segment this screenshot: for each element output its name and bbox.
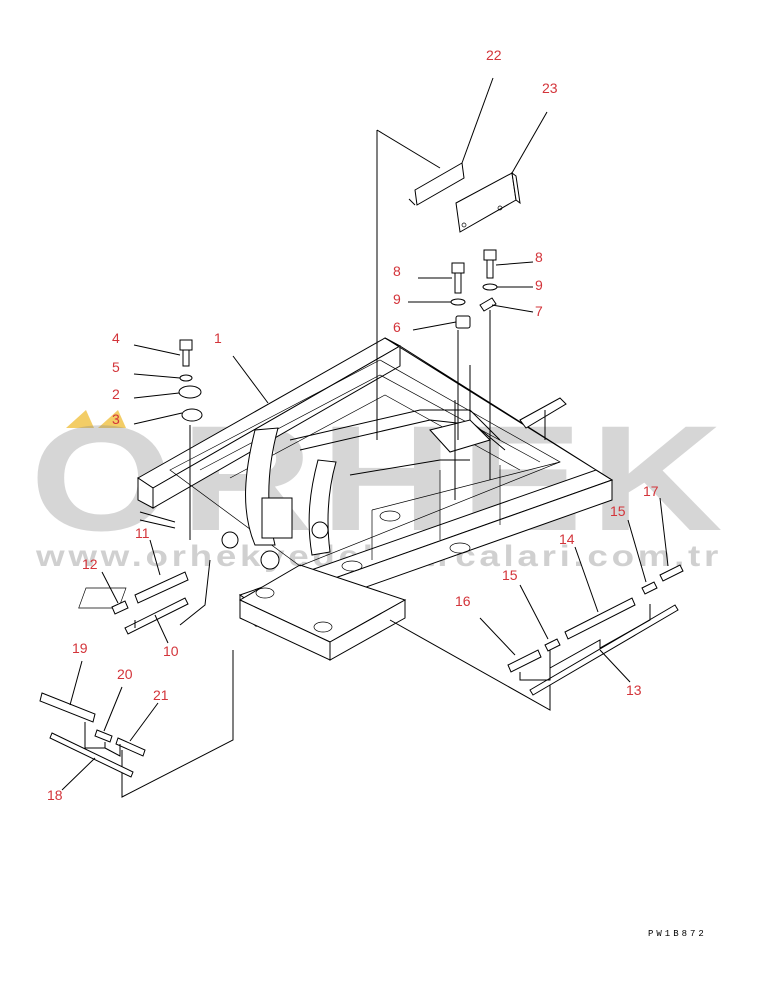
callout-19: 19 xyxy=(72,640,88,656)
drawing-reference: PW1B872 xyxy=(648,929,707,939)
callout-7: 7 xyxy=(535,303,543,319)
callout-14: 14 xyxy=(559,531,575,547)
covers-22-23 xyxy=(408,162,521,233)
callout-21: 21 xyxy=(153,687,169,703)
callout-17: 17 xyxy=(643,483,659,499)
callout-9-left: 9 xyxy=(393,291,401,307)
callout-11: 11 xyxy=(135,525,150,541)
watermark-accent-mark xyxy=(66,410,94,428)
revolving-frame xyxy=(78,337,614,661)
callout-20: 20 xyxy=(117,666,133,682)
part-11 xyxy=(134,571,189,604)
callout-6: 6 xyxy=(393,319,401,335)
callout-12: 12 xyxy=(82,556,98,572)
part-15-upper xyxy=(641,581,658,595)
part-20 xyxy=(94,729,113,743)
part-18 xyxy=(49,732,134,778)
part-15-lower xyxy=(544,638,561,652)
callout-2: 2 xyxy=(112,386,120,402)
part-17 xyxy=(659,564,684,582)
callout-4: 4 xyxy=(112,330,120,346)
part-19 xyxy=(39,692,96,723)
seal-parts-right xyxy=(507,564,684,696)
callout-13: 13 xyxy=(626,682,642,698)
callout-5: 5 xyxy=(112,359,120,375)
watermark-accent-mark-2 xyxy=(98,410,126,428)
callout-18: 18 xyxy=(47,787,63,803)
callout-22: 22 xyxy=(486,47,502,63)
part-16 xyxy=(507,649,542,673)
callout-3: 3 xyxy=(112,411,120,427)
part-10 xyxy=(124,597,189,635)
seal-parts-left-front xyxy=(111,571,189,635)
callouts: 22 23 8 9 6 8 9 7 4 1 5 2 3 11 12 10 17 … xyxy=(47,47,659,803)
part-12 xyxy=(111,600,129,615)
part-14 xyxy=(564,597,636,640)
leader-lines xyxy=(61,77,669,791)
callout-23: 23 xyxy=(542,80,558,96)
cover-22 xyxy=(414,162,465,206)
part-21 xyxy=(115,737,146,757)
seal-parts-left-rear xyxy=(39,692,146,778)
callout-1: 1 xyxy=(214,330,222,346)
fasteners xyxy=(178,249,498,422)
callout-15-upper: 15 xyxy=(610,503,626,519)
callout-16: 16 xyxy=(455,593,471,609)
callout-10: 10 xyxy=(163,643,179,659)
callout-9-right: 9 xyxy=(535,277,543,293)
callout-15-lower: 15 xyxy=(502,567,518,583)
callout-8-left: 8 xyxy=(393,263,401,279)
callout-8-right: 8 xyxy=(535,249,543,265)
